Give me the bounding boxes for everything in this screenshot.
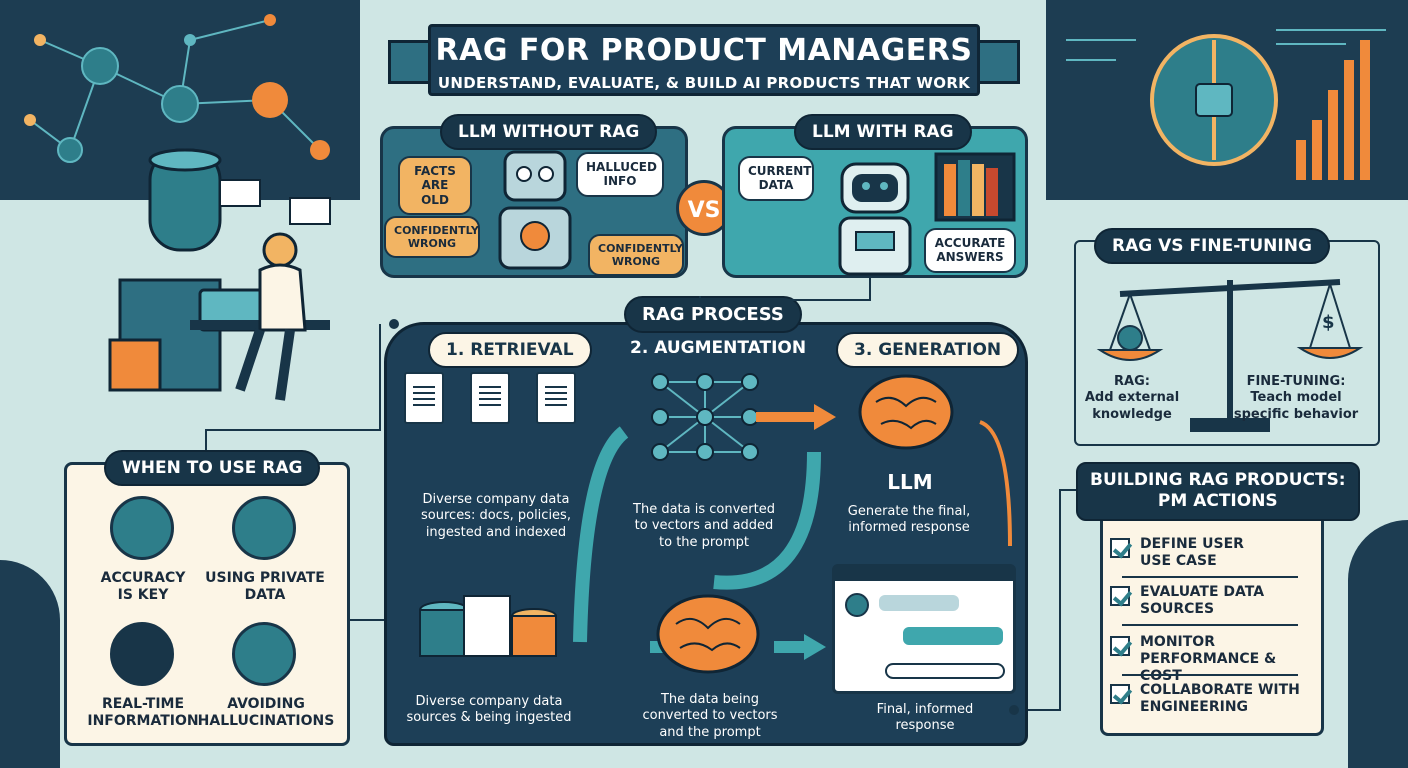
title-banner: RAG FOR PRODUCT MANAGERS UNDERSTAND, EVA…: [428, 24, 980, 96]
halluced-info-bubble: HALLUCED INFO: [576, 152, 664, 197]
fine-tuning-description: FINE-TUNING: Teach model specific behavi…: [1233, 374, 1359, 422]
brain-icon: [858, 374, 954, 450]
llm-without-rag-label: LLM WITHOUT RAG: [440, 114, 658, 150]
when-item-real-time: REAL-TIME INFORMATION: [87, 696, 199, 729]
facts-old-bubble: FACTS ARE OLD: [398, 156, 472, 216]
final-caption: Final, informed response: [876, 702, 974, 734]
database-documents-icon: [419, 595, 557, 657]
rag-description: RAG: Add external knowledge: [1084, 374, 1180, 422]
check-icon: [1110, 538, 1130, 558]
target-gear-icon: [110, 496, 174, 560]
network-graph-icon: [24, 14, 330, 163]
step-retrieval-label: 1. RETRIEVAL: [428, 332, 592, 368]
bottom-left-decor: [0, 560, 60, 768]
when-item-private-data: USING PRIVATE DATA: [205, 570, 325, 603]
when-to-use-rag-card: [64, 462, 350, 746]
eye-slash-icon: [232, 622, 296, 686]
when-item-hallucinations: AVOIDING HALLUCINATIONS: [197, 696, 335, 729]
vector-caption: The data being converted to vectors and …: [642, 692, 778, 740]
retrieval-caption: Diverse company data sources: docs, poli…: [421, 492, 571, 540]
scale-icon: [1096, 279, 1364, 432]
step-augmentation-label: 2. AUGMENTATION: [630, 338, 807, 358]
vector-network-icon: [651, 373, 759, 461]
pm-action-define-use-case: DEFINE USER USE CASE: [1110, 536, 1316, 570]
document-icon: [536, 372, 576, 424]
brain-chip-icon: [1066, 29, 1386, 180]
confused-robot-icon: [498, 150, 572, 270]
vs-badge: VS: [676, 180, 732, 236]
generation-caption: Generate the final, informed response: [847, 504, 971, 536]
augmentation-caption: The data is converted to vectors and add…: [633, 502, 775, 550]
page-subtitle: UNDERSTAND, EVALUATE, & BUILD AI PRODUCT…: [437, 74, 971, 92]
happy-robot-icon: [838, 162, 912, 276]
check-icon: [1110, 586, 1130, 606]
pm-action-evaluate-data: EVALUATE DATA SOURCES: [1110, 584, 1316, 618]
confidently-wrong-bubble-left: CONFIDENTLY WRONG: [384, 216, 480, 259]
pm-action-collaborate: COLLABORATE WITH ENGINEERING: [1110, 682, 1316, 716]
lock-icon: [232, 496, 296, 560]
current-data-bubble: CURRENT DATA: [738, 156, 814, 201]
rag-process-label: RAG PROCESS: [624, 296, 802, 333]
check-icon: [1110, 636, 1130, 656]
chat-window-icon: [832, 564, 1016, 694]
step-generation-label: 3. GENERATION: [836, 332, 1020, 368]
brain-icon: [656, 594, 760, 674]
document-icon: [404, 372, 444, 424]
books-icon: [934, 152, 1016, 222]
when-item-accuracy: ACCURACY IS KEY: [100, 570, 186, 603]
ingest-caption: Diverse company data sources & being ing…: [406, 694, 572, 726]
check-icon: [1110, 684, 1130, 704]
page-title: RAG FOR PRODUCT MANAGERS: [435, 33, 973, 68]
document-icon: [470, 372, 510, 424]
accurate-answers-bubble: ACCURATE ANSWERS: [924, 228, 1016, 273]
confidently-wrong-bubble-right: CONFIDENTLY WRONG: [588, 234, 684, 277]
person-at-desk-illustration: [108, 148, 331, 401]
when-to-use-rag-label: WHEN TO USE RAG: [104, 450, 321, 486]
rag-vs-fine-tuning-label: RAG VS FINE-TUNING: [1094, 228, 1330, 264]
dollar-icon: $: [1322, 312, 1335, 333]
llm-label: LLM: [887, 470, 933, 494]
bottom-right-decor: [1348, 520, 1408, 768]
pm-actions-label: BUILDING RAG PRODUCTS: PM ACTIONS: [1076, 462, 1360, 521]
llm-with-rag-label: LLM WITH RAG: [794, 114, 972, 150]
clock-icon: [110, 622, 174, 686]
